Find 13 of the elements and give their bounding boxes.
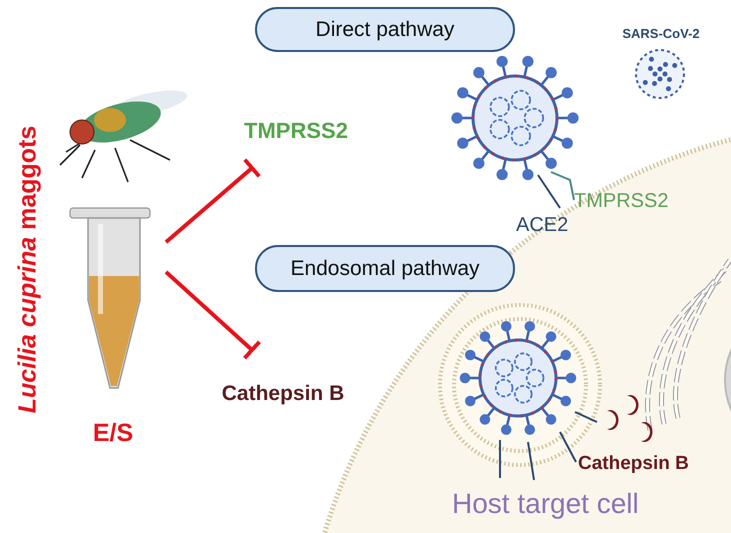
sample-label: E/S [92, 419, 134, 448]
target-label: TMPRSS2 [244, 118, 348, 144]
inhibition-line [164, 158, 262, 244]
pathway-pill: Direct pathway [255, 7, 515, 52]
enzyme-label: Cathepsin B [578, 453, 690, 475]
protease-label: TMPRSS2 [574, 190, 670, 213]
virus-label: SARS-CoV-2 [621, 26, 701, 41]
receptor-label: ACE2 [516, 214, 570, 237]
target-label: Cathepsin B [222, 382, 344, 406]
inhibition-line [164, 270, 262, 360]
pathway-pill: Endosomal pathway [255, 245, 515, 292]
species-label: Lucilia cuprina maggots [14, 124, 42, 416]
cell-label: Host target cell [452, 488, 640, 520]
